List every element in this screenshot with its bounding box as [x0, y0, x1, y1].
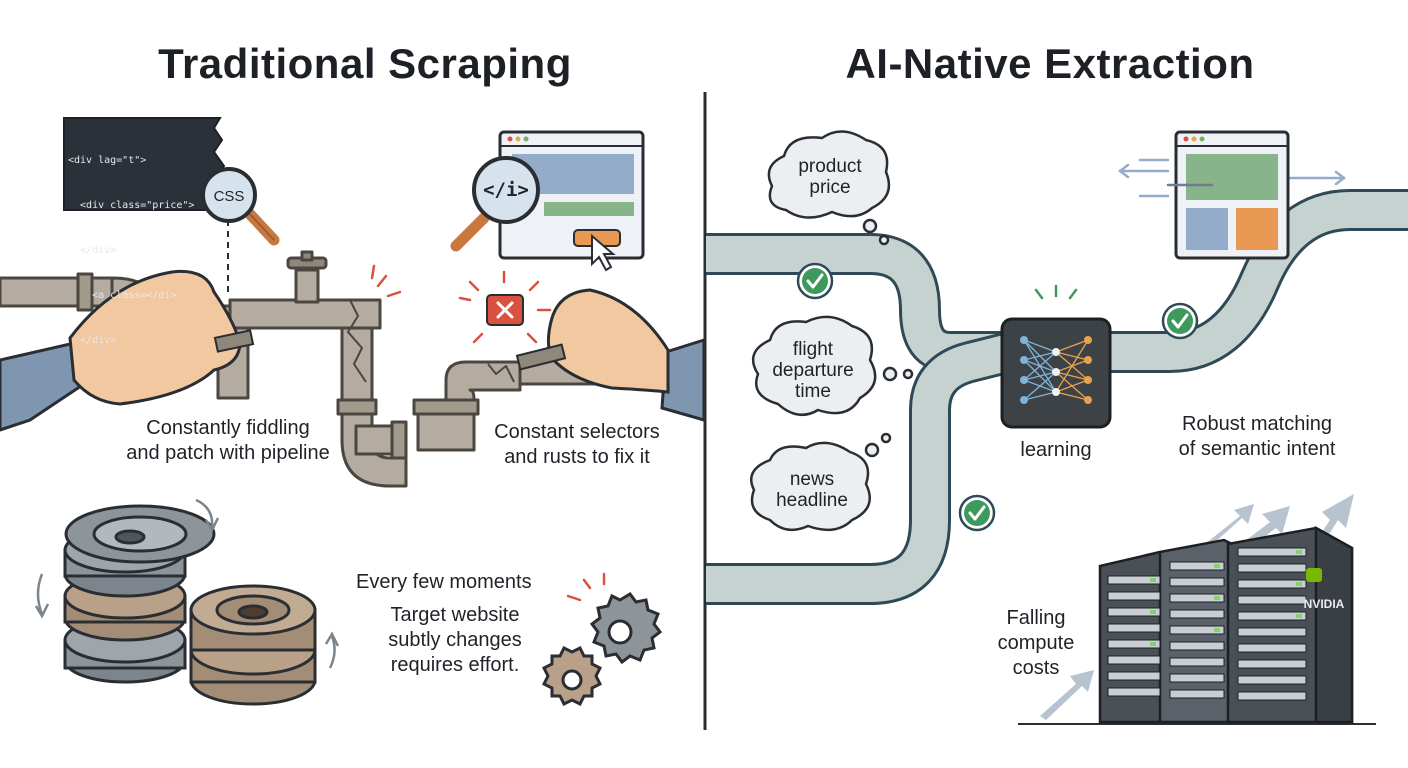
bubble-line: headline: [776, 490, 848, 511]
checkmark-icon: [796, 262, 834, 300]
gear-icon: [541, 592, 663, 707]
caption-line: Falling: [1006, 607, 1066, 629]
code-line: </div>: [68, 335, 117, 346]
bubble-line: time: [795, 381, 831, 402]
gear-icon: [189, 584, 317, 706]
caption-line: Robust matching: [1181, 413, 1333, 435]
neural-network-icon: [1000, 284, 1112, 429]
code-snippet-panel: [63, 117, 228, 211]
caption-line: Target website: [390, 604, 520, 626]
code-line: <div lag="t">: [68, 155, 147, 166]
caption-line: of semantic intent: [1178, 438, 1336, 460]
bubble-news-text: news headline: [758, 469, 866, 511]
right-panel-title: AI-Native Extraction: [845, 40, 1255, 87]
caption-line: requires effort.: [390, 654, 520, 676]
caption-line: compute: [997, 632, 1075, 654]
html-magnifier-icon: [450, 156, 540, 252]
code-line: </div>: [68, 245, 117, 256]
left-panel-title: Traditional Scraping: [158, 40, 572, 87]
server-rack-icon: [1018, 525, 1376, 725]
caption-line: Constantly fiddling: [146, 417, 310, 439]
thought-bubble-product-price: [767, 130, 891, 246]
left-hand: [0, 269, 255, 432]
caption-changes: Target website subtly changes requires e…: [360, 603, 550, 678]
caption-line: and patch with pipeline: [126, 442, 330, 464]
css-magnifier-icon: [201, 167, 280, 246]
caption-line: costs: [1012, 657, 1060, 679]
compute-caption: Falling compute costs: [984, 606, 1088, 681]
code-line: <div class="price">: [68, 200, 195, 211]
break-alert-sparks: [370, 264, 402, 298]
bubble-line: news: [789, 469, 835, 490]
thought-bubble-news-headline: [750, 432, 892, 532]
thought-bubble-flight-departure: [751, 315, 914, 417]
model-label: learning: [1020, 439, 1092, 461]
bubble-line: departure: [772, 360, 854, 381]
bubble-product-price-text: product price: [778, 156, 882, 198]
browser-window-right: [1118, 130, 1346, 260]
smooth-pipeline: [706, 189, 1408, 605]
gear-sparks: [566, 572, 606, 602]
checkmark-icon: [958, 494, 996, 532]
code-line: <a class=</di>: [68, 290, 177, 301]
server-brand-label: NVIDIA: [1303, 597, 1345, 611]
css-magnifier-label: CSS: [213, 188, 245, 205]
code-snippet: <div lag="t"> <div class="price"> </div>…: [68, 123, 228, 363]
rotation-arrows: [34, 498, 340, 669]
caption-fiddling: Constantly fiddling and patch with pipel…: [78, 416, 378, 466]
error-x-icon: [458, 270, 552, 344]
caption-selectors: Constant selectors and rusts to fix it: [462, 420, 692, 470]
bubble-line: price: [809, 177, 851, 198]
bubble-line: flight: [792, 339, 834, 360]
caption-line: subtly changes: [388, 629, 522, 651]
nvidia-logo-mark: [1306, 568, 1322, 582]
caption-line: and rusts to fix it: [504, 446, 650, 468]
right-hand: [515, 288, 706, 422]
checkmark-icon: [1161, 302, 1199, 340]
caption-moments: Every few moments: [356, 571, 532, 593]
gear-stack: [63, 504, 317, 706]
caption-line: Constant selectors: [494, 421, 660, 443]
html-magnifier-label: </i>: [483, 179, 529, 201]
bubble-line: product: [798, 156, 862, 177]
bubble-flight-text: flight departure time: [758, 339, 868, 402]
growth-arrow-icon: [1040, 670, 1094, 720]
cursor-icon: [591, 233, 616, 272]
matching-caption: Robust matching of semantic intent: [1150, 412, 1364, 462]
